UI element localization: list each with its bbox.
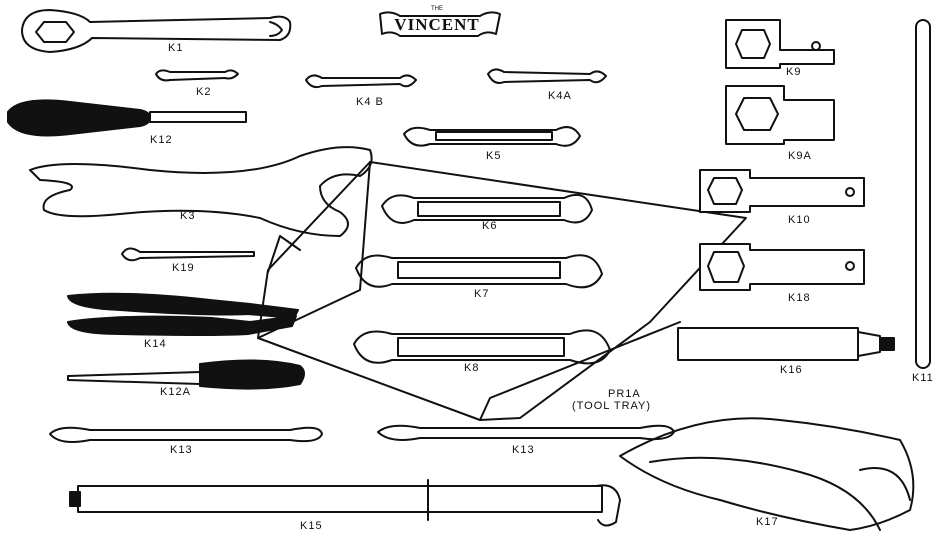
label-k10: K10 xyxy=(788,214,811,226)
label-k19: K19 xyxy=(172,262,195,274)
k19-small-spanner-icon xyxy=(121,247,255,262)
label-k17: K17 xyxy=(756,516,779,528)
label-k13-left: K13 xyxy=(170,444,193,456)
k11-tommy-bar-icon xyxy=(915,19,931,369)
k6-spanner-icon xyxy=(381,194,593,224)
tool-tray-pr1a-icon xyxy=(257,161,747,421)
k4a-spanner-icon xyxy=(487,68,607,84)
label-k2: K2 xyxy=(196,86,212,98)
label-tray-name: (TOOL TRAY) xyxy=(572,400,652,412)
label-k4b: K4 B xyxy=(356,96,384,108)
label-tray-code: PR1A xyxy=(608,388,641,400)
brand-name: VINCENT xyxy=(394,15,480,34)
k10-box-spanner-icon xyxy=(699,169,865,213)
label-k14: K14 xyxy=(144,338,167,350)
label-k18: K18 xyxy=(788,292,811,304)
k13-right-tyre-lever-icon xyxy=(377,424,675,441)
label-k9: K9 xyxy=(786,66,802,78)
k18-box-spanner-icon xyxy=(699,243,865,291)
label-k11: K11 xyxy=(912,372,934,384)
label-k4a: K4A xyxy=(548,90,572,102)
label-k6: K6 xyxy=(482,220,498,232)
label-k5: K5 xyxy=(486,150,502,162)
k8-spanner-icon xyxy=(353,329,611,365)
k17-tool-roll-icon xyxy=(619,417,915,531)
k14-pliers-icon xyxy=(67,292,299,336)
k1-ring-spanner-icon xyxy=(21,9,292,53)
label-k7: K7 xyxy=(474,288,490,300)
k5-double-spanner-icon xyxy=(403,126,581,147)
k15-tyre-pump-icon xyxy=(69,479,621,527)
label-k13-right: K13 xyxy=(512,444,535,456)
k2-small-spanner-icon xyxy=(155,69,239,82)
k3-c-spanner-icon xyxy=(29,146,373,237)
label-k1: K1 xyxy=(168,42,184,54)
brand-banner: THE VINCENT xyxy=(378,6,496,40)
brand-prefix: THE xyxy=(431,6,443,12)
label-k16: K16 xyxy=(780,364,803,376)
label-k8: K8 xyxy=(464,362,480,374)
k7-spanner-icon xyxy=(355,254,603,289)
k12-screwdriver-icon xyxy=(7,99,247,137)
label-k12a: K12A xyxy=(160,386,191,398)
label-k12: K12 xyxy=(150,134,173,146)
k16-grease-gun-icon xyxy=(677,327,895,361)
k12a-screwdriver-icon xyxy=(67,359,305,390)
k4b-spanner-icon xyxy=(305,74,417,89)
k9a-box-spanner-icon xyxy=(725,85,835,145)
brand-banner-icon xyxy=(379,11,501,37)
k9-box-spanner-icon xyxy=(725,19,835,69)
label-k3: K3 xyxy=(180,210,196,222)
label-k15: K15 xyxy=(300,520,323,532)
label-k9a: K9A xyxy=(788,150,812,162)
k13-left-tyre-lever-icon xyxy=(49,426,323,443)
